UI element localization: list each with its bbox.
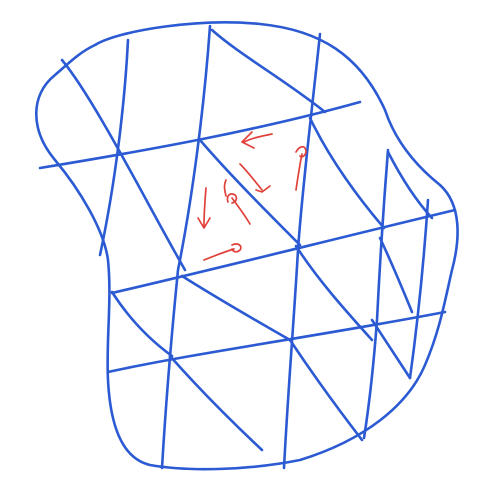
arrow-shaft bbox=[231, 197, 251, 225]
arrow-3 bbox=[239, 163, 271, 193]
arrow-shaft bbox=[223, 179, 227, 197]
mesh-diagonal-3 bbox=[198, 138, 302, 247]
mesh-diagonal-10 bbox=[168, 354, 264, 452]
arrow-shaft bbox=[243, 133, 273, 143]
arrow-4 bbox=[197, 187, 211, 229]
mesh-line-row-3 bbox=[106, 310, 447, 374]
mesh-diagonal-7 bbox=[378, 236, 414, 314]
arrow-7 bbox=[223, 179, 227, 197]
mesh-diagonal-8 bbox=[110, 290, 174, 358]
arrow-shaft bbox=[295, 153, 303, 191]
mesh-line-col-1 bbox=[98, 38, 130, 257]
arrow-1 bbox=[241, 131, 273, 149]
arrow-head bbox=[241, 131, 255, 149]
diagonal-mesh-lines bbox=[60, 28, 434, 452]
arrow-6 bbox=[203, 243, 242, 261]
arrow-head bbox=[295, 145, 307, 158]
mesh-diagonal-12 bbox=[370, 318, 412, 380]
arrow-head bbox=[231, 243, 242, 253]
domain-boundary bbox=[35, 21, 459, 471]
arrow-head bbox=[197, 217, 211, 229]
mesh-line-col-5 bbox=[408, 198, 430, 380]
mesh-line-col-4 bbox=[362, 148, 390, 440]
arrow-head bbox=[226, 193, 238, 204]
mesh-diagonal-2 bbox=[210, 28, 327, 114]
horizontal-mesh-lines bbox=[38, 100, 457, 374]
mesh-line-row-2 bbox=[110, 208, 457, 295]
mesh-diagonal-5 bbox=[386, 150, 434, 220]
arrow-2 bbox=[295, 145, 307, 191]
red-arrows bbox=[197, 131, 307, 261]
arrow-head bbox=[255, 185, 271, 193]
arrow-shaft bbox=[203, 248, 235, 261]
arrow-shaft bbox=[239, 163, 263, 191]
mesh-diagonal-11 bbox=[288, 338, 364, 442]
arrow-shaft bbox=[203, 187, 207, 227]
mesh-line-row-1 bbox=[38, 100, 362, 170]
mesh-diagonal-6 bbox=[294, 244, 374, 342]
vertical-mesh-lines bbox=[98, 24, 430, 470]
mesh-diagonal-4 bbox=[308, 116, 386, 230]
arrow-5 bbox=[226, 193, 251, 225]
mesh-diagonal-9 bbox=[180, 274, 292, 342]
mesh-line-col-2 bbox=[160, 24, 212, 470]
mesh-diagonal-1 bbox=[60, 58, 187, 272]
